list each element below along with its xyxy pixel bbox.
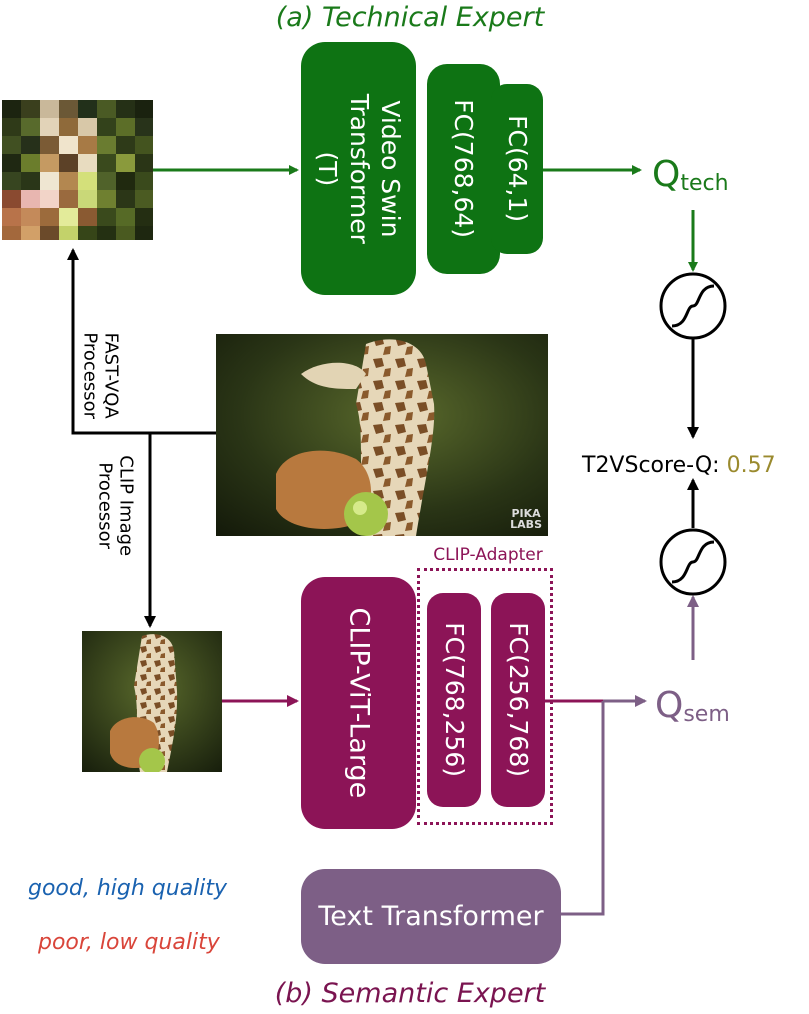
clip-vit-large-box: CLIP-ViT-Large bbox=[301, 577, 416, 829]
q-tech-subscript: tech bbox=[680, 171, 729, 196]
fast-vqa-processor-text: FAST-VQA Processor bbox=[80, 332, 122, 420]
fc-768-64-label: FC(768,64) bbox=[449, 99, 479, 239]
video-swin-transformer-label: Video Swin Transformer (T) bbox=[312, 93, 405, 244]
t2vscore-value: 0.57 bbox=[726, 453, 776, 478]
arrow-fast-vqa bbox=[67, 248, 216, 435]
fragment-grid-image bbox=[2, 100, 153, 240]
text-transformer-label: Text Transformer bbox=[318, 901, 544, 932]
resized-clip-input-image bbox=[82, 631, 222, 772]
clip-image-processor-label: CLIP Image Processor bbox=[55, 455, 175, 556]
t2vscore-label: T2VScore-Q: 0.57 bbox=[582, 453, 776, 478]
q-sem-symbol: Q bbox=[655, 685, 684, 726]
fc-768-256-label: FC(768,256) bbox=[439, 622, 469, 778]
text-transformer-box: Text Transformer bbox=[301, 869, 561, 964]
sigmoid-icon-bottom bbox=[659, 528, 727, 596]
good-prompt-text: good, high quality bbox=[28, 876, 228, 901]
clip-vit-large-label: CLIP-ViT-Large bbox=[343, 607, 375, 799]
line-text-transformer-out bbox=[561, 701, 605, 916]
clip-adapter-label: CLIP-Adapter bbox=[433, 545, 543, 565]
q-sem-subscript: sem bbox=[683, 702, 730, 727]
fc-768-64-box: FC(768,64) bbox=[427, 64, 500, 274]
fc-64-1-label: FC(64,1) bbox=[502, 115, 532, 223]
technical-expert-title: (a) Technical Expert bbox=[275, 2, 545, 33]
clip-image-processor-text: CLIP Image Processor bbox=[95, 455, 137, 557]
video-swin-transformer-box: Video Swin Transformer (T) bbox=[301, 42, 416, 295]
q-tech-label: Qtech bbox=[652, 154, 729, 196]
clip-adapter-border bbox=[417, 568, 553, 825]
fc-256-768-label: FC(256,768) bbox=[503, 622, 533, 778]
sigmoid-icon-top bbox=[659, 272, 727, 340]
q-tech-symbol: Q bbox=[652, 154, 681, 195]
fc-256-768-box: FC(256,768) bbox=[491, 593, 545, 807]
poor-prompt-text: poor, low quality bbox=[38, 930, 220, 955]
fc-768-256-box: FC(768,256) bbox=[427, 593, 481, 807]
fc-64-1-box: FC(64,1) bbox=[491, 84, 543, 254]
t2vscore-text: T2VScore-Q: bbox=[582, 453, 720, 478]
fast-vqa-processor-label: FAST-VQA Processor bbox=[40, 332, 160, 419]
q-sem-label: Qsem bbox=[655, 685, 730, 727]
semantic-expert-title: (b) Semantic Expert bbox=[274, 978, 546, 1009]
